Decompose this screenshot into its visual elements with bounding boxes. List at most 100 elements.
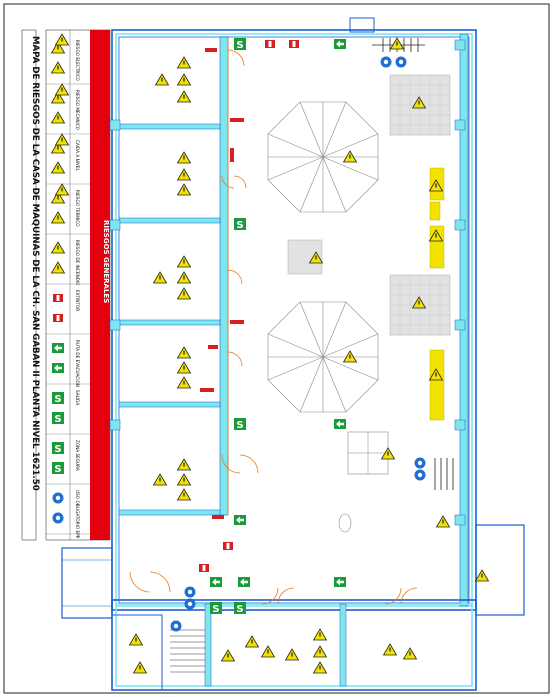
mandatory-ppe-icon bbox=[52, 492, 64, 504]
legend-row: RIESGO DE INCENDIO bbox=[46, 240, 90, 286]
legend-row: RIESGO ELECTRICO bbox=[46, 40, 90, 85]
legend-row-label: RUTA DE EVACUACION bbox=[75, 340, 80, 387]
exit-arrow-icon bbox=[52, 363, 64, 373]
hazard-triangle-icon bbox=[155, 73, 169, 86]
hazard-triangle-icon bbox=[177, 90, 191, 103]
hazard-triangle-icon bbox=[177, 255, 191, 268]
exit-sign-icon bbox=[52, 392, 64, 405]
hazard-triangle-icon bbox=[221, 649, 235, 662]
mandatory-ppe-icon bbox=[184, 586, 196, 598]
fire-extinguisher-icon bbox=[265, 40, 275, 48]
exit-sign-icon bbox=[52, 412, 64, 425]
legend-row: USO OBLIGATORIO EPP bbox=[46, 490, 90, 539]
legend-row-label: ZONA SEGURA bbox=[75, 440, 80, 471]
hazard-triangle-icon bbox=[313, 645, 327, 658]
hazard-triangle-icon bbox=[177, 346, 191, 359]
legend-row: RIESGO TERMICO bbox=[46, 190, 90, 235]
exit-sign-icon bbox=[234, 602, 246, 615]
legend-row: RIESGO MECANICO bbox=[46, 90, 90, 135]
hazard-triangle-icon bbox=[381, 447, 395, 460]
legend-row-label: SALIDA bbox=[75, 390, 80, 405]
hazard-triangle-icon bbox=[436, 515, 450, 528]
doors bbox=[129, 40, 418, 605]
hazard-triangle-icon bbox=[475, 569, 489, 582]
legend-row: ZONA SEGURA bbox=[46, 440, 90, 485]
equipment-grids bbox=[287, 74, 451, 533]
legend-row-label: CAIDA A NIVEL bbox=[75, 140, 80, 171]
hazard-triangle-icon bbox=[390, 37, 404, 50]
hazard-triangle-icon bbox=[313, 628, 327, 641]
exit-sign-icon bbox=[234, 418, 246, 431]
exit-sign-icon bbox=[234, 38, 246, 51]
mandatory-ppe-icon bbox=[395, 56, 407, 68]
fire-extinguisher-icon bbox=[289, 40, 299, 48]
hazard-triangle-icon bbox=[177, 488, 191, 501]
mandatory-ppe-icon bbox=[414, 469, 426, 481]
hazard-triangle-icon bbox=[177, 56, 191, 69]
title-block: MAPA DE RIESGOS DE LA CASA DE MAQUINAS D… bbox=[21, 29, 40, 541]
building-walls bbox=[61, 17, 525, 691]
mandatory-ppe-icon bbox=[52, 512, 64, 524]
hazard-triangle-icon bbox=[177, 361, 191, 374]
sheet-border bbox=[3, 3, 550, 694]
exit-arrow-icon bbox=[238, 577, 250, 587]
hazard-triangle-icon bbox=[261, 645, 275, 658]
hazard-triangle-icon bbox=[313, 661, 327, 674]
legend-row: SALIDA bbox=[46, 390, 90, 435]
legend-row-label: RIESGO ELECTRICO bbox=[75, 40, 80, 81]
hazard-triangle-icon bbox=[177, 151, 191, 164]
safe-zone-icon bbox=[52, 462, 64, 475]
hazard-triangle-icon bbox=[177, 271, 191, 284]
exit-arrow-icon bbox=[52, 343, 64, 353]
hazard-triangle-icon bbox=[153, 473, 167, 486]
exit-sign-icon bbox=[210, 602, 222, 615]
pipe-rack-bottom bbox=[434, 458, 454, 490]
fire-extinguisher-icon bbox=[53, 294, 63, 302]
hazard-triangle-icon bbox=[403, 647, 417, 660]
hazard-triangle-icon bbox=[177, 168, 191, 181]
generator-unit-1 bbox=[267, 101, 379, 213]
legend-row: RUTA DE EVACUACION bbox=[46, 340, 90, 387]
legend-header: RIESGOS GENERALES bbox=[102, 220, 110, 303]
drawing-title: MAPA DE RIESGOS DE LA CASA DE MAQUINAS D… bbox=[30, 36, 40, 491]
exit-sign-icon bbox=[234, 218, 246, 231]
legend-header-band bbox=[90, 30, 110, 540]
hazard-triangle-icon bbox=[177, 376, 191, 389]
hazard-triangle-icon bbox=[177, 458, 191, 471]
legend-row-label: EXTINTOR bbox=[75, 290, 80, 311]
hazard-triangle-icon bbox=[133, 661, 147, 674]
legend-row-label: RIESGO DE INCENDIO bbox=[75, 240, 80, 286]
mandatory-ppe-icon bbox=[380, 56, 392, 68]
exit-arrow-icon bbox=[234, 515, 246, 525]
hazard-triangle-icon bbox=[177, 287, 191, 300]
hazard-triangle-icon bbox=[343, 350, 357, 363]
hazard-triangle-icon bbox=[153, 271, 167, 284]
exit-arrow-icon bbox=[210, 577, 222, 587]
hazard-triangle-icon bbox=[177, 473, 191, 486]
hazard-triangle-icon bbox=[177, 73, 191, 86]
exit-arrow-icon bbox=[334, 39, 346, 49]
mandatory-ppe-icon bbox=[414, 457, 426, 469]
hazard-triangle-icon bbox=[343, 150, 357, 163]
safe-zone-icon bbox=[52, 442, 64, 455]
hazard-triangle-icon bbox=[245, 635, 259, 648]
fire-extinguisher-icon bbox=[199, 564, 209, 572]
legend-row-label: RIESGO TERMICO bbox=[75, 190, 80, 227]
hazard-triangle-icon bbox=[177, 183, 191, 196]
hazard-triangle-icon bbox=[129, 633, 143, 646]
hazard-triangle-icon bbox=[285, 648, 299, 661]
legend-row: EXTINTOR bbox=[46, 290, 90, 335]
fire-extinguisher-icon bbox=[53, 314, 63, 322]
exit-arrow-icon bbox=[334, 577, 346, 587]
legend-panel: RIESGOS GENERALES RIESGO ELECTRICO RIESGO… bbox=[45, 29, 111, 541]
mandatory-ppe-icon bbox=[184, 598, 196, 610]
fire-extinguisher-icon bbox=[223, 542, 233, 550]
legend-row: CAIDA A NIVEL bbox=[46, 140, 90, 185]
generator-unit-2 bbox=[267, 301, 379, 413]
legend-row-label: RIESGO MECANICO bbox=[75, 90, 80, 131]
hazard-triangle-icon bbox=[383, 643, 397, 656]
legend-row-label: USO OBLIGATORIO EPP bbox=[75, 490, 80, 539]
exit-arrow-icon bbox=[334, 419, 346, 429]
